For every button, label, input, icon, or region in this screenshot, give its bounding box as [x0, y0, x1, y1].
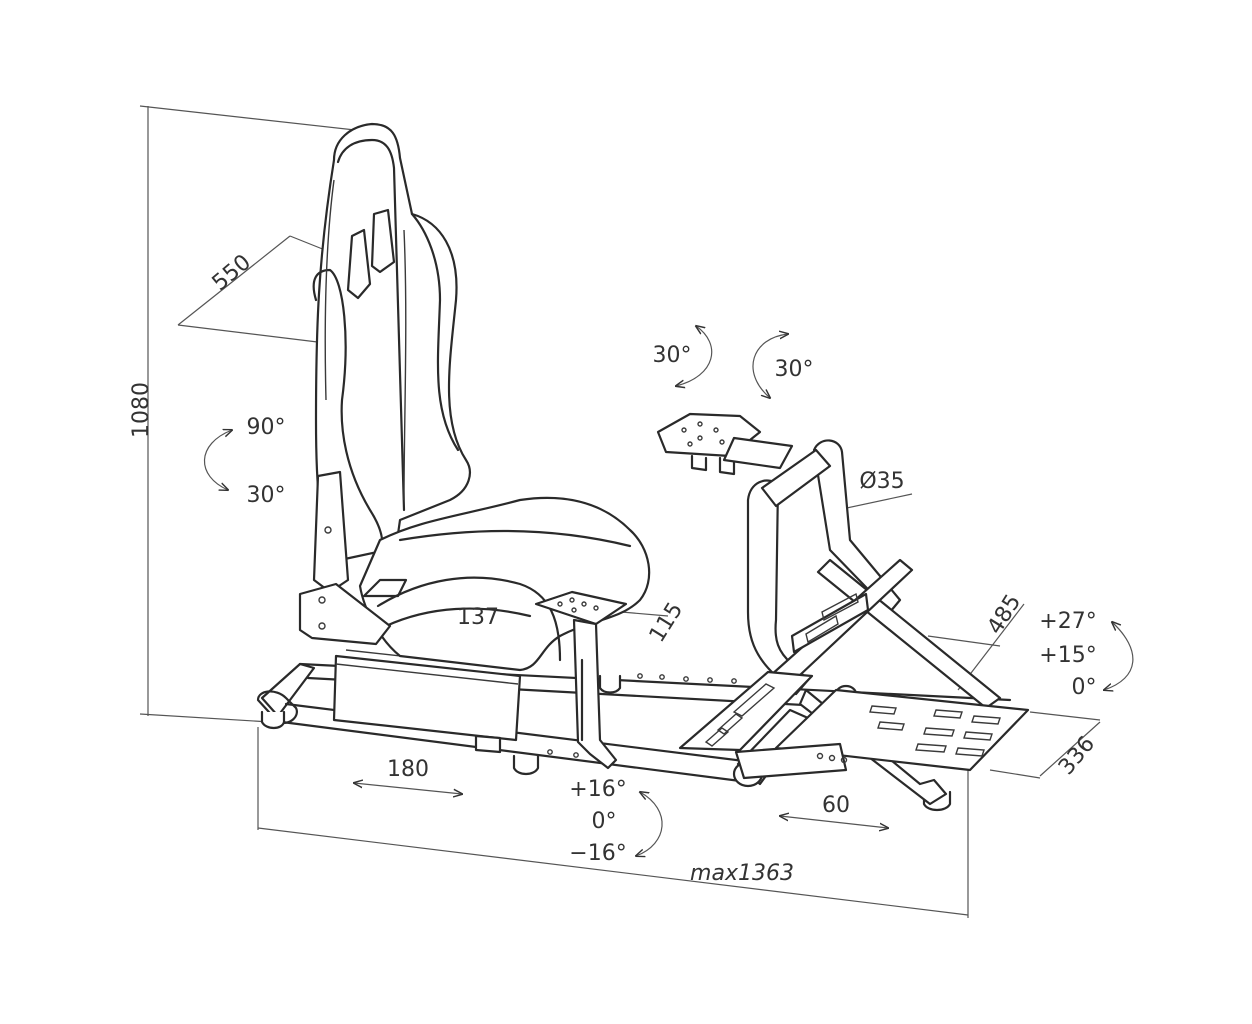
plate-tilt-arrow — [636, 792, 663, 856]
length-dimension — [257, 727, 969, 918]
length-label: max1363 — [690, 861, 794, 886]
plate-width-label: 137 — [457, 605, 499, 630]
shifter-mount — [534, 590, 628, 770]
seat-backrest — [312, 122, 471, 562]
wheel-right-rotation-arrow — [752, 334, 788, 398]
backrest-max-angle-label: 90° — [247, 415, 286, 440]
pedal-slide-arrow — [780, 816, 888, 828]
plate-depth-label: 115 — [645, 598, 688, 647]
plate-tilt-up-label: +16° — [569, 777, 626, 802]
tube-diameter-label: Ø35 — [859, 469, 904, 494]
wheel-left-angle-label: 30° — [653, 343, 692, 368]
wheel-mount-plate — [656, 412, 794, 476]
seat-slide-arrow — [354, 783, 462, 794]
pedal-depth-dimension — [989, 711, 1101, 779]
plate-tilt-down-label: −16° — [569, 841, 626, 866]
pedal-tilt-zero-label: 0° — [1072, 675, 1097, 700]
wheel-right-angle-label: 30° — [775, 357, 814, 382]
pedal-tilt-arrow — [1104, 622, 1134, 690]
pedal-tilt-high-label: +27° — [1039, 609, 1096, 634]
pedal-plate — [678, 670, 1030, 780]
pedal-tilt-mid-label: +15° — [1039, 643, 1096, 668]
pedal-slide-label: 60 — [822, 793, 850, 818]
backrest-min-angle-label: 30° — [247, 483, 286, 508]
pedal-width-label: 485 — [983, 590, 1026, 639]
backrest-rotation-arrow — [203, 430, 232, 490]
height-label: 1080 — [129, 382, 154, 438]
seat-width-dimension — [177, 235, 343, 346]
seat-slide-label: 180 — [387, 757, 429, 782]
plate-tilt-zero-label: 0° — [592, 809, 617, 834]
seat-width-label: 550 — [208, 250, 256, 296]
wheel-left-rotation-arrow — [676, 326, 713, 386]
pedal-plate-depth-label: 336 — [1054, 732, 1100, 780]
height-dimension — [139, 105, 356, 723]
